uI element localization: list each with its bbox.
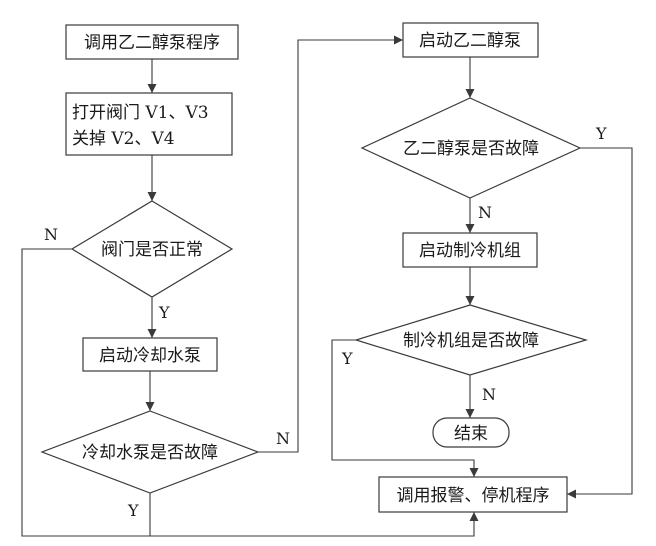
edge-cooling-no <box>258 35 403 453</box>
node-open-valves: 打开阀门 V1、V3 关掉 V2、V4 <box>65 92 233 156</box>
node-start-chiller: 启动制冷机组 <box>402 232 538 268</box>
node-end-label: 结束 <box>454 424 488 444</box>
node-start-glycol-pump-label: 启动乙二醇泵 <box>419 31 521 51</box>
edge-glycol-yes <box>567 147 633 499</box>
edge-label-cooling-yes: Y <box>127 501 139 520</box>
edge-label-cooling-no: N <box>276 429 290 448</box>
node-valve-normal-check: 阀门是否正常 <box>70 200 234 298</box>
node-valve-normal-check-label: 阀门是否正常 <box>101 240 203 260</box>
node-end: 结束 <box>432 417 510 448</box>
node-open-valves-line1: 打开阀门 V1、V3 <box>72 103 209 123</box>
node-alarm-stop-program-label: 调用报警、停机程序 <box>397 486 550 506</box>
edge-label-glycol-yes: Y <box>595 124 607 143</box>
edge-label-valve-no: N <box>44 225 58 244</box>
node-call-glycol-program: 调用乙二醇泵程序 <box>65 24 239 60</box>
node-call-glycol-program-label: 调用乙二醇泵程序 <box>84 33 220 53</box>
node-cooling-pump-fault-check-label: 冷却水泵是否故障 <box>82 443 218 463</box>
node-chiller-fault-check: 制冷机组是否故障 <box>353 304 589 376</box>
node-start-chiller-label: 启动制冷机组 <box>419 241 521 261</box>
edge-label-chiller-yes: Y <box>341 349 353 368</box>
node-glycol-pump-fault-check: 乙二醇泵是否故障 <box>360 97 582 199</box>
node-alarm-stop-program: 调用报警、停机程序 <box>378 476 568 513</box>
edge-chiller-yes <box>331 339 479 477</box>
node-start-cooling-pump-label: 启动冷却水泵 <box>99 346 201 366</box>
node-cooling-pump-fault-check: 冷却水泵是否故障 <box>40 410 260 494</box>
node-glycol-pump-fault-check-label: 乙二醇泵是否故障 <box>403 139 539 159</box>
node-start-glycol-pump: 启动乙二醇泵 <box>402 22 539 58</box>
edge-label-glycol-no: N <box>478 203 492 222</box>
node-start-cooling-pump: 启动冷却水泵 <box>82 337 218 372</box>
node-chiller-fault-check-label: 制冷机组是否故障 <box>403 331 539 351</box>
node-open-valves-line2: 关掉 V2、V4 <box>72 129 175 149</box>
edge-valve-no <box>21 248 479 537</box>
edge-label-chiller-no: N <box>482 385 496 404</box>
edge-label-valve-yes: Y <box>158 303 170 322</box>
